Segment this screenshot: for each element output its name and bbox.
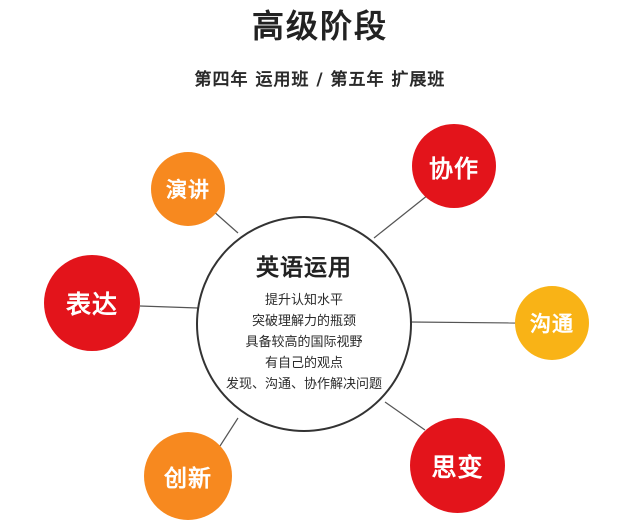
connector-biaoda <box>139 305 199 309</box>
connector-chuangxin <box>219 417 239 447</box>
node-xiezuo: 协作 <box>412 124 496 208</box>
connector-sibian <box>384 401 426 431</box>
node-label: 创新 <box>164 466 212 492</box>
node-label: 协作 <box>429 154 479 183</box>
center-point: 提升认知水平 <box>264 293 343 308</box>
center-title: 英语运用 <box>256 255 352 281</box>
center-point: 具备较高的国际视野 <box>245 335 363 350</box>
node-sibian: 思变 <box>410 418 505 513</box>
page-subtitle: 第四年 运用班 / 第五年 扩展班 <box>194 70 446 90</box>
node-chuangxin: 创新 <box>144 432 232 520</box>
center-point: 有自己的观点 <box>264 356 343 371</box>
page-title: 高级阶段 <box>251 7 388 45</box>
center-point: 突破理解力的瓶颈 <box>251 314 356 329</box>
node-label: 思变 <box>431 452 484 482</box>
center-points: 提升认知水平 突破理解力的瓶颈 具备较高的国际视野 有自己的观点 发现、沟通、协… <box>198 290 410 395</box>
center-circle: 英语运用 提升认知水平 突破理解力的瓶颈 具备较高的国际视野 有自己的观点 发现… <box>196 216 412 432</box>
center-point: 发现、沟通、协作解决问题 <box>225 377 382 392</box>
node-biaoda: 表达 <box>44 255 140 351</box>
connector-goutong <box>409 321 516 324</box>
node-label: 沟通 <box>530 312 574 336</box>
node-yanjiang: 演讲 <box>151 152 225 226</box>
node-label: 演讲 <box>166 178 210 202</box>
connector-yanjiang <box>211 209 239 234</box>
connector-xiezuo <box>373 194 429 239</box>
node-goutong: 沟通 <box>515 286 589 360</box>
node-label: 表达 <box>65 290 118 319</box>
